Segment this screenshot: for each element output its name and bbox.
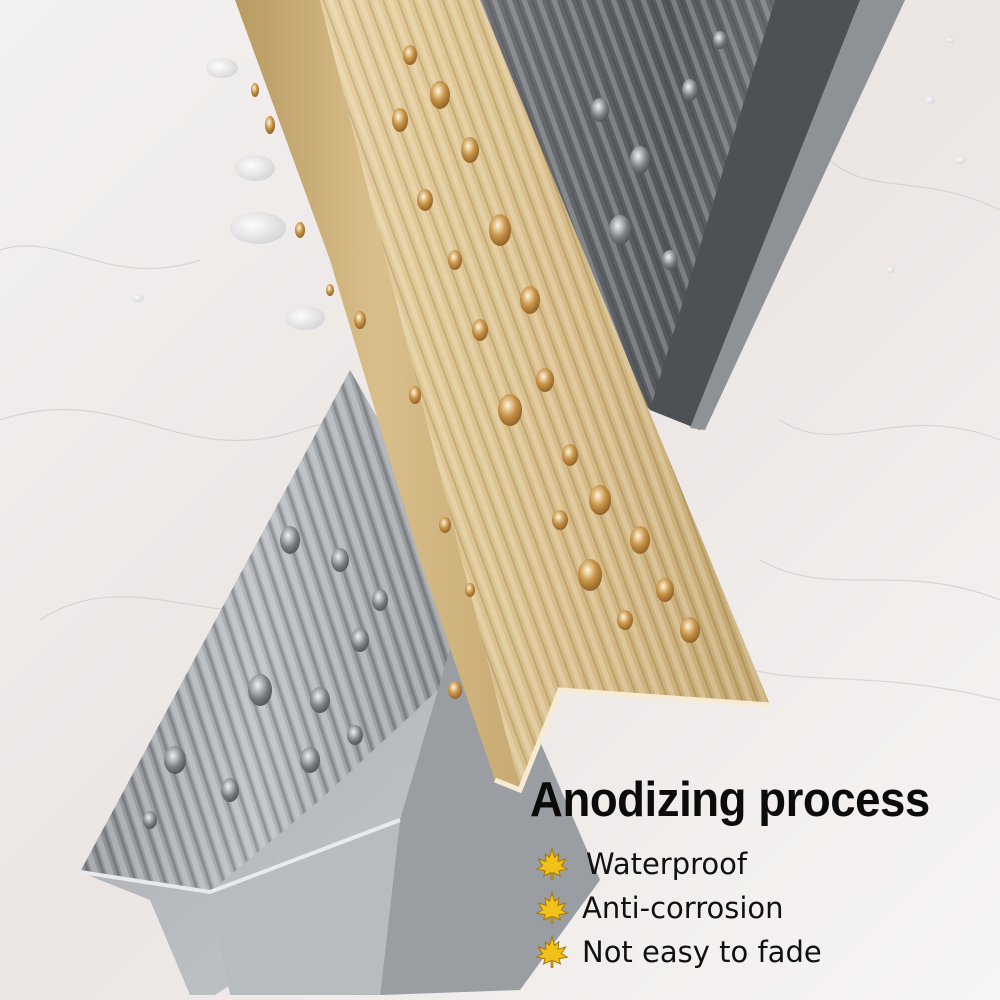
maple-leaf-icon xyxy=(528,844,576,884)
maple-leaf-icon xyxy=(528,932,576,972)
feature-item: Not easy to fade xyxy=(528,930,968,974)
feature-label: Not easy to fade xyxy=(582,935,822,969)
feature-label: Anti-corrosion xyxy=(582,891,784,925)
feature-item: Waterproof xyxy=(528,842,968,886)
maple-leaf-icon xyxy=(528,888,576,928)
feature-list: Waterproof Anti-corrosion Not easy to fa… xyxy=(528,842,968,974)
headline: Anodizing process xyxy=(530,773,930,827)
feature-label: Waterproof xyxy=(586,847,748,881)
feature-item: Anti-corrosion xyxy=(528,886,968,930)
